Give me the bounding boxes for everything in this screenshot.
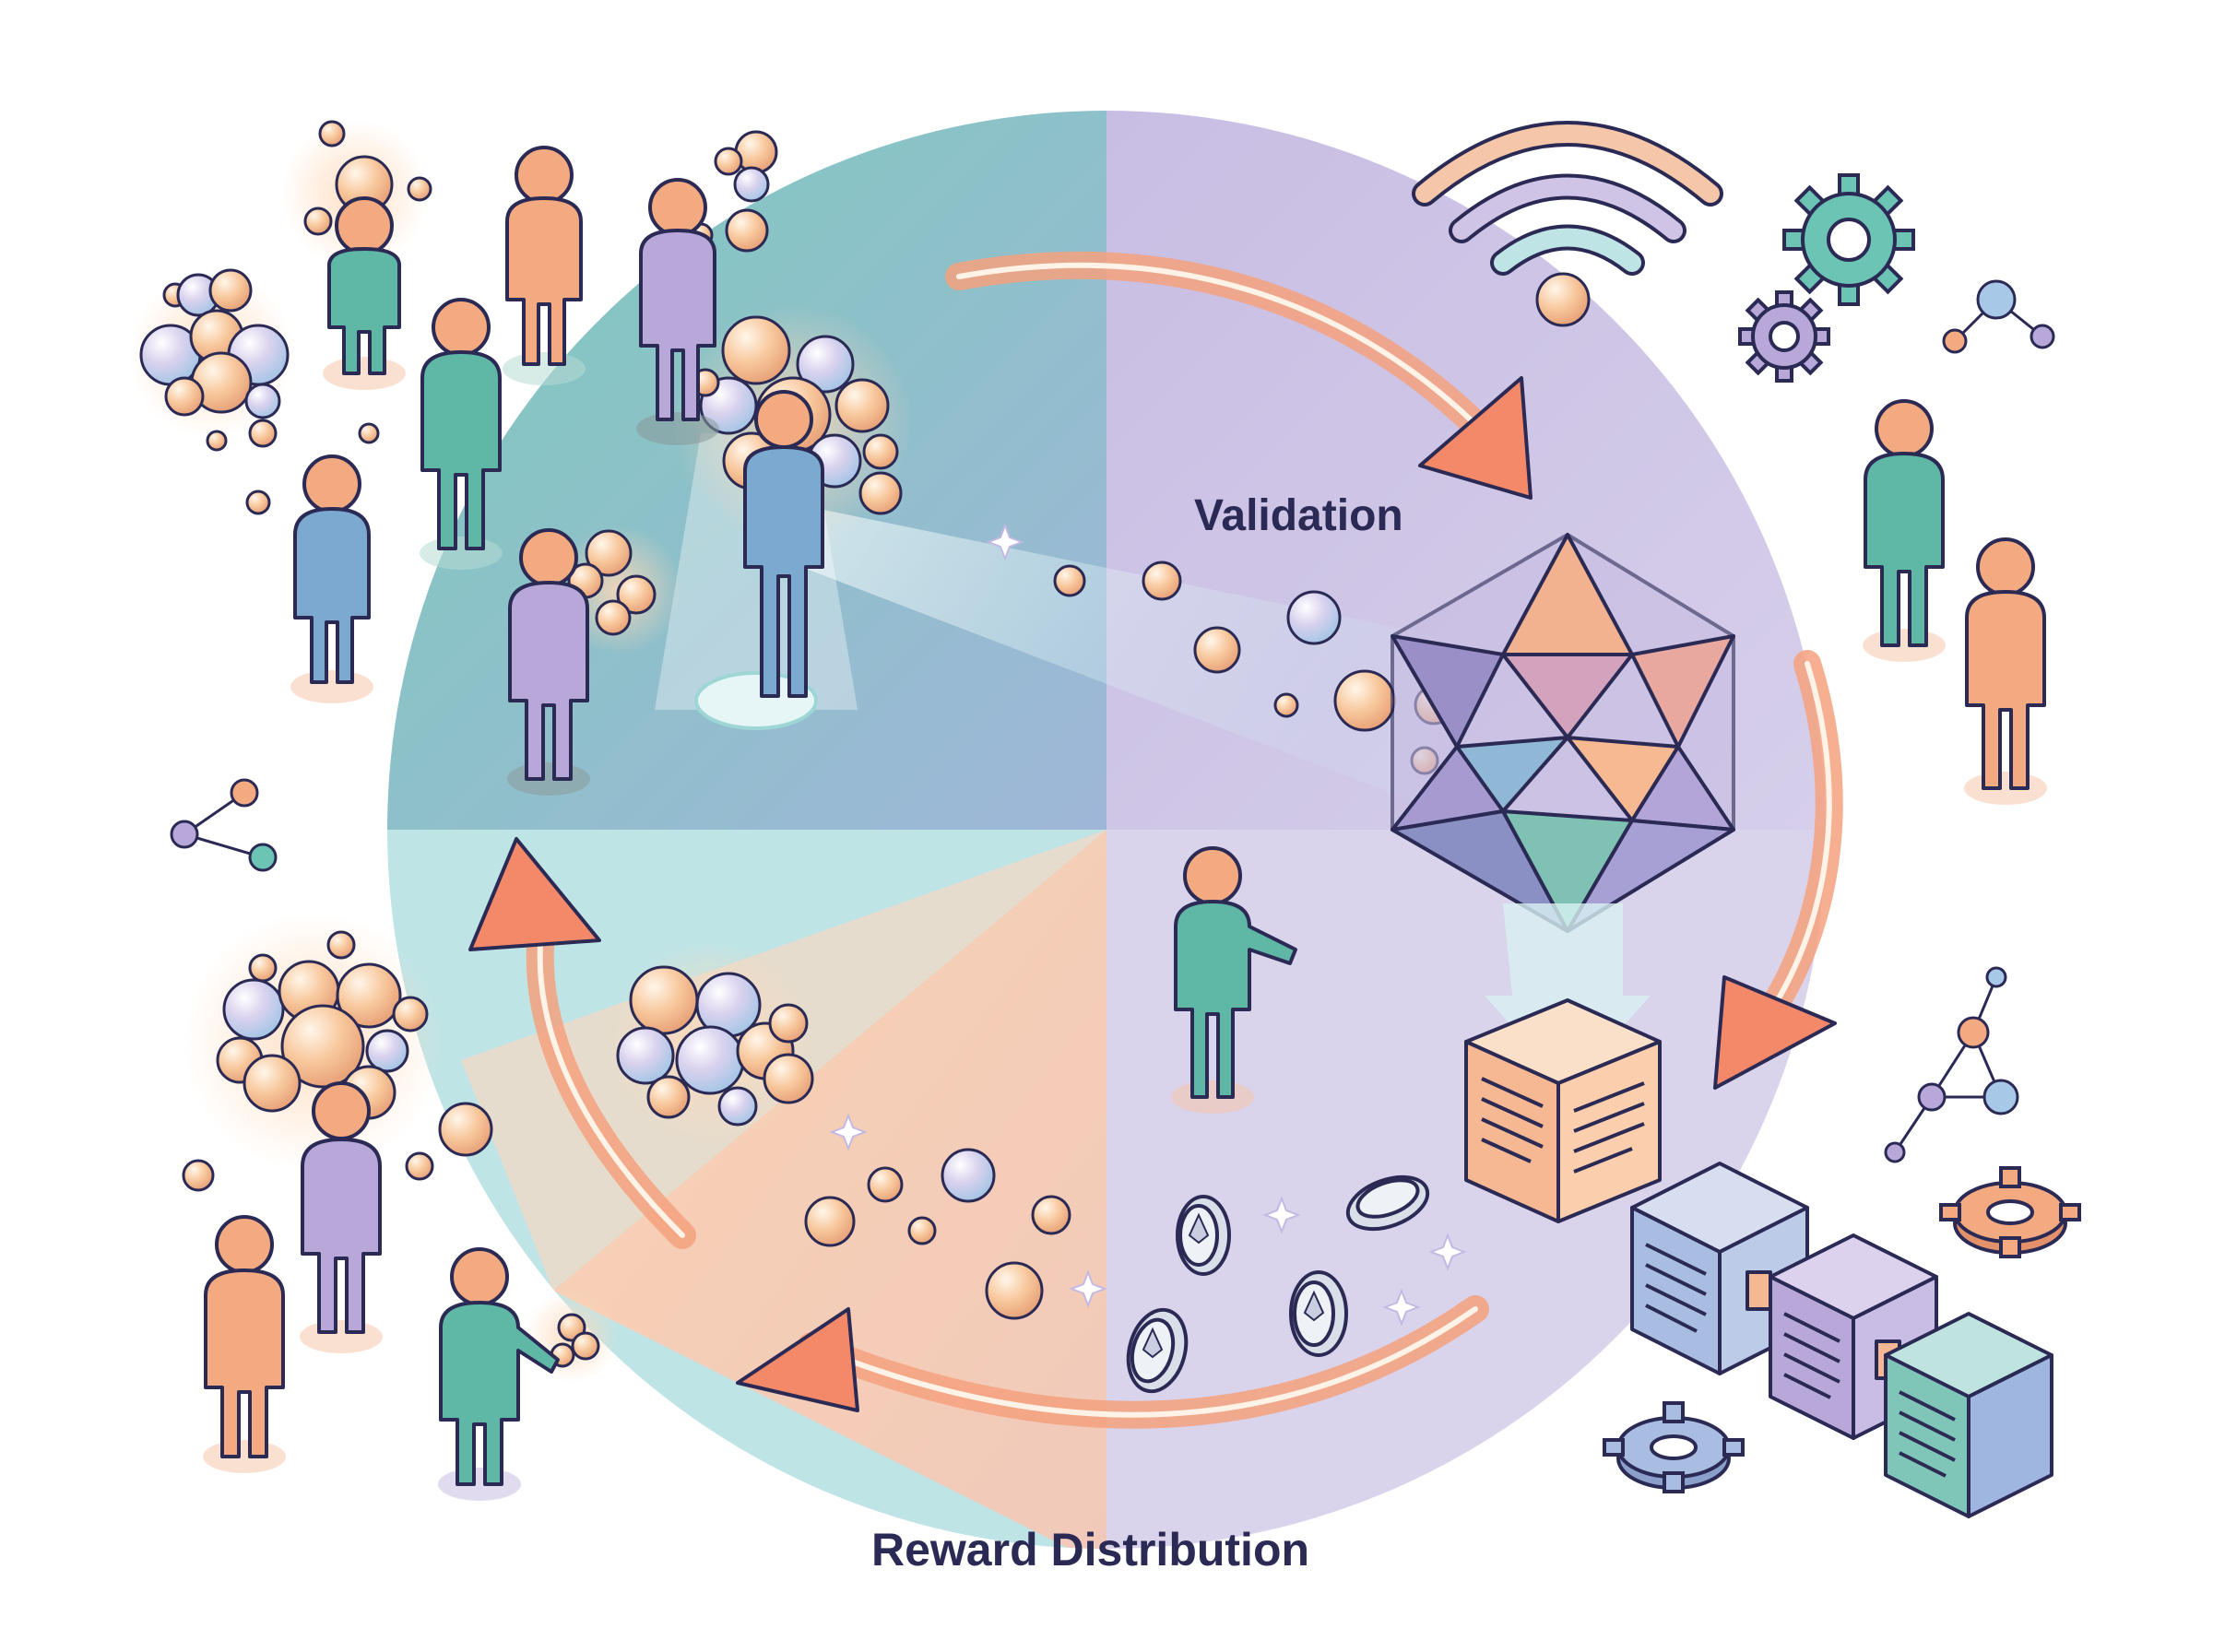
sparkle-icon [1069,1269,1107,1308]
gear-icon [1782,173,1915,306]
arrowheads [468,376,1837,1412]
person-icon [301,1081,382,1334]
arrowhead-reward [736,1307,859,1412]
gear-icon [1603,1401,1745,1493]
validation-label: Validation [1194,491,1403,540]
orb-stream-validation [1053,560,1454,775]
person-icon [204,1215,285,1458]
spotlight-base [694,671,818,730]
gear-icon [1738,290,1830,383]
arrowhead-validation [1418,376,1533,500]
network-node-icon [170,778,278,872]
sphere-cluster-icon [129,268,295,452]
arrowhead-left [468,837,601,951]
person-icon [508,528,589,781]
person-icon [743,390,824,698]
coin-icon [1176,1195,1231,1276]
sparkle-icon [1262,1196,1301,1234]
coins [1126,1174,1430,1394]
coin-icon [1289,1270,1348,1357]
sparkle-icon [1428,1233,1467,1271]
wifi-signal-icon [1412,121,1723,327]
block-chain [1464,998,2053,1518]
network-node-icon [1942,279,2055,354]
sphere-cluster-icon [182,913,493,1192]
people [203,146,2047,1501]
sparkle-icon [829,1113,868,1151]
sparkle-icon [986,523,1024,561]
person-icon [439,1247,560,1486]
sparkles [829,523,1467,1327]
block-link [1746,1270,1772,1311]
person-icon [505,146,583,366]
person-icon [1864,399,1945,647]
sparkle-icon [1382,1288,1421,1327]
person-icon [326,196,402,375]
data-beam [765,498,1438,811]
person-icon [1965,537,2046,790]
block-icon [1464,998,1662,1223]
cycle-arrows [526,251,1843,1429]
block-icon [1630,1162,1809,1375]
arrowhead-right [1713,975,1837,1090]
orb-stream-reward [804,1148,1071,1320]
reward-distribution-label: Reward Distribution [871,1524,1309,1575]
person-icon [293,454,371,684]
network-node-icon [1884,966,2019,1163]
person-icon [420,298,502,550]
coin-icon [1345,1174,1430,1232]
person-icon [639,178,716,421]
block-icon [1884,1312,2053,1518]
sphere-cluster-icon [609,940,814,1143]
coin-icon [1126,1307,1189,1394]
person-icon [1174,846,1297,1099]
gear-icon [1939,1166,2081,1258]
